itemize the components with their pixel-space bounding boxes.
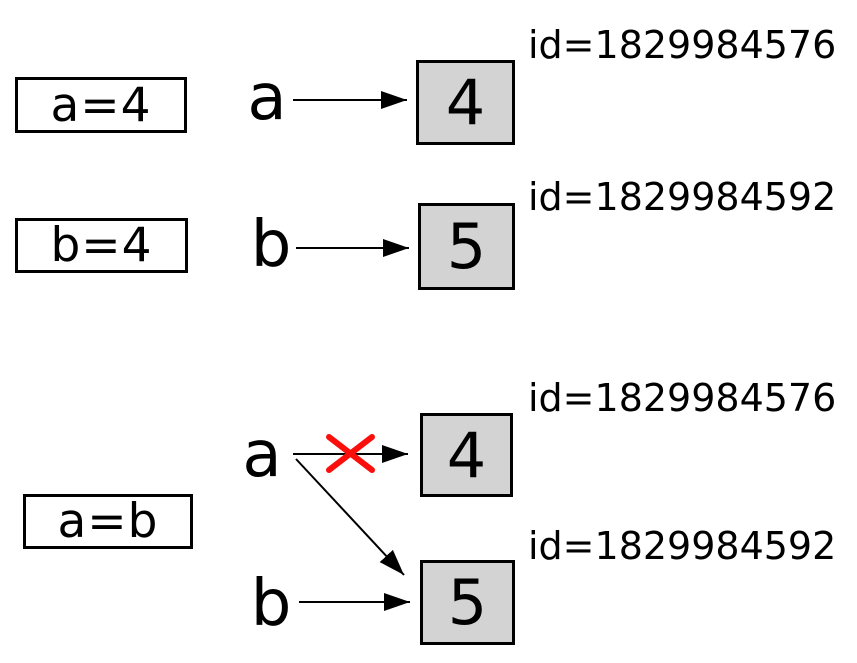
variable-label-b-final: b	[250, 567, 292, 641]
object-value: 4	[445, 66, 486, 139]
object-id-label: id=1829984592	[528, 175, 837, 219]
statement-text: a=b	[57, 494, 159, 549]
object-id-label: id=1829984592	[528, 524, 837, 568]
x-icon-stroke-2	[326, 434, 375, 473]
object-value: 5	[446, 210, 487, 283]
object-box-4: 4	[416, 60, 515, 145]
object-value: 5	[447, 566, 488, 639]
object-id-label: id=1829984576	[528, 376, 837, 420]
object-value: 4	[446, 418, 487, 492]
statement-box-b-equals-4: b=4	[15, 218, 188, 273]
object-box-5: 5	[418, 203, 515, 290]
x-icon	[326, 434, 375, 473]
object-id-label: id=1829984576	[528, 23, 837, 67]
statement-box-a-equals-4: a=4	[15, 77, 187, 133]
arrow-icon-a-to-object5-new	[295, 458, 405, 576]
statement-box-a-equals-b: a=b	[23, 494, 193, 549]
x-icon-stroke-1	[326, 434, 375, 473]
variable-label-a-final: a	[242, 418, 282, 492]
variable-label-a: a	[247, 61, 287, 135]
variable-label-b: b	[250, 208, 292, 282]
statement-text: a=4	[50, 77, 152, 133]
statement-text: b=4	[50, 218, 153, 273]
object-box-4-final: 4	[420, 413, 513, 497]
object-box-5-final: 5	[420, 560, 515, 645]
